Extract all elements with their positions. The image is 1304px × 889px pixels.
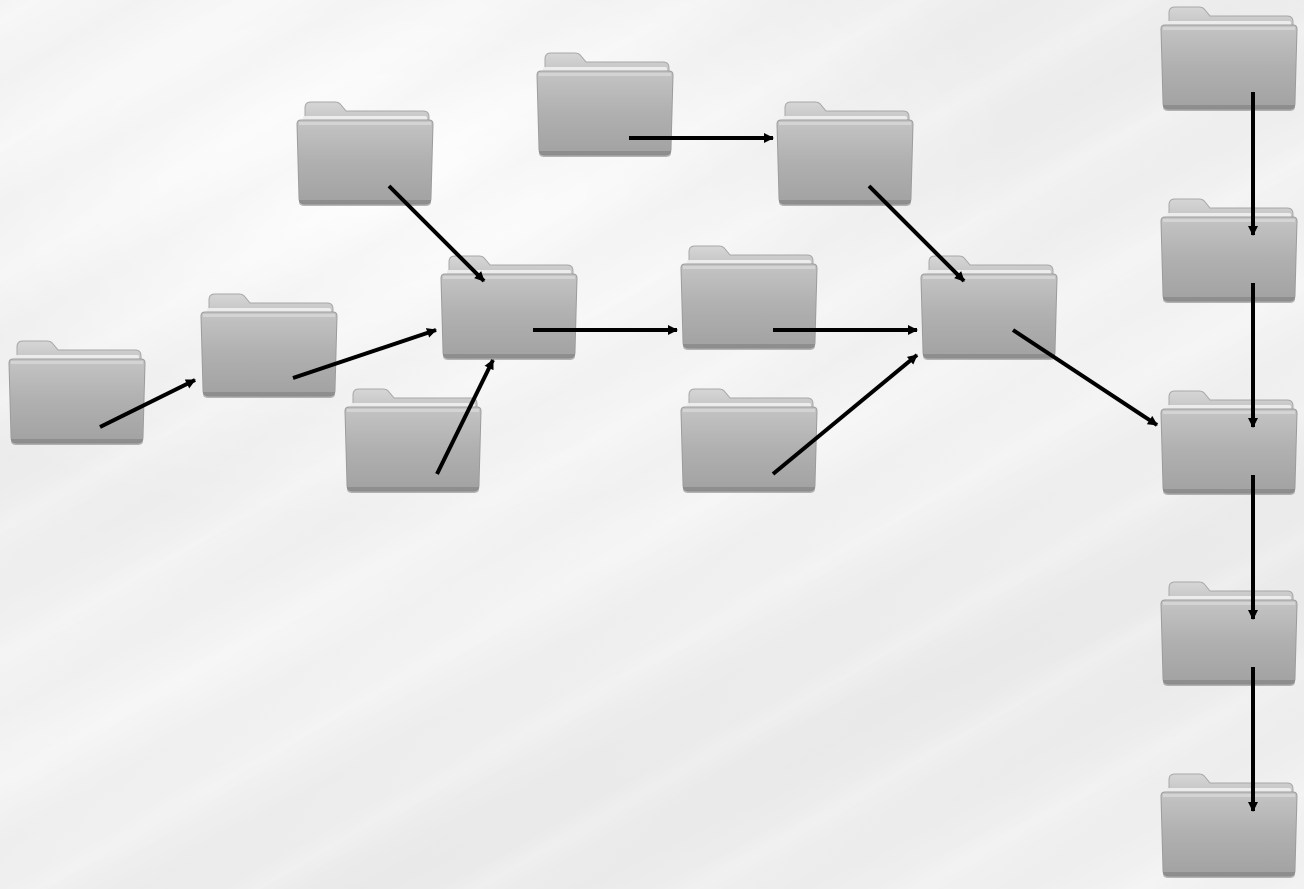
folder-icon [1157, 578, 1301, 690]
arrow-f1-to-f2 [99, 378, 196, 429]
arrow-f10-to-f13 [1011, 328, 1159, 427]
arrow-f2-to-f5 [292, 328, 437, 380]
folder-icon [773, 98, 917, 210]
folder-icon [197, 290, 341, 402]
arrow-f9-to-f10 [867, 184, 966, 283]
arrow-f3-to-f5 [387, 184, 486, 283]
folder-icon [293, 98, 437, 210]
folder-icon [677, 242, 821, 354]
folder-icon [1157, 3, 1301, 115]
arrow-f4-to-f5 [435, 359, 495, 475]
arrow-f8-to-f10 [771, 353, 919, 476]
folder-icon [1157, 770, 1301, 882]
folder-icon [677, 385, 821, 497]
folder-icon [1157, 195, 1301, 307]
folder-icon [341, 385, 485, 497]
folder-icon [1157, 387, 1301, 499]
folder-icon [533, 49, 677, 161]
